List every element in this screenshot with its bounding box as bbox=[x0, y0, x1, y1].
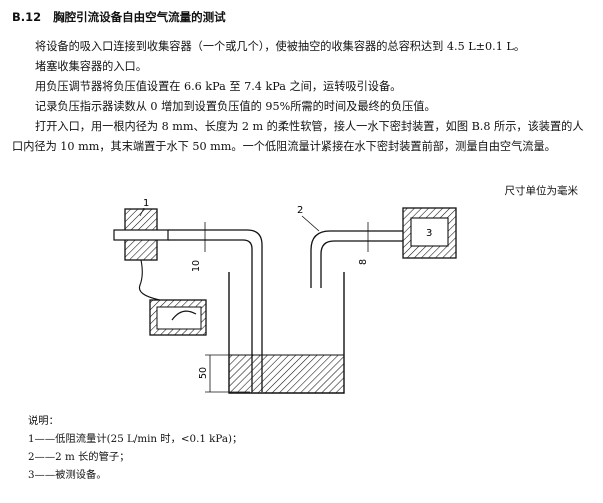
paragraph: 堵塞收集容器的入口。 bbox=[35, 60, 147, 73]
paragraph: 记录负压指示器读数从 0 增加到设置负压值的 95%所需的时间及最终的负压值。 bbox=[35, 100, 436, 113]
legend: 说明： 1——低阻流量计(25 L/min 时，<0.1 kPa)； 2——2 … bbox=[28, 412, 242, 484]
legend-title: 说明： bbox=[28, 415, 59, 427]
flow-meter bbox=[113, 208, 247, 261]
dimension-50: 50 bbox=[198, 354, 250, 393]
section-heading: B.12 胸腔引流设备自由空气流量的测试 bbox=[12, 9, 226, 25]
dimension-label: 50 bbox=[198, 367, 209, 379]
callout-label: 3 bbox=[426, 228, 432, 239]
inlet-tube bbox=[242, 229, 263, 392]
legend-item: 2——2 m 长的管子； bbox=[28, 451, 130, 463]
body-text: 将设备的吸入口连接到收集容器（一个或几个），使被抽空的收集容器的总容积达到 4.… bbox=[12, 37, 592, 157]
dimension-label: 10 bbox=[191, 260, 202, 272]
legend-item: 3——被测设备。 bbox=[28, 469, 107, 481]
paragraph: 用负压调节器将负压值设置在 6.6 kPa 至 7.4 kPa 之间，运转吸引设… bbox=[35, 80, 402, 93]
callout-1: 1 bbox=[139, 198, 149, 217]
device-under-test: 3 bbox=[402, 207, 457, 259]
units-note: 尺寸单位为毫米 bbox=[504, 185, 579, 197]
paragraph: 打开入口，用一根内径为 8 mm、长度为 2 m 的柔性软管，接人一水下密封装置… bbox=[12, 120, 584, 153]
outlet-tube bbox=[310, 230, 403, 288]
legend-item: 1——低阻流量计(25 L/min 时，<0.1 kPa)； bbox=[28, 433, 243, 445]
dimension-10: 10 bbox=[191, 222, 242, 272]
callout-label: 1 bbox=[143, 198, 149, 209]
dimension-8: 8 bbox=[358, 222, 403, 265]
callout-2: 2 bbox=[297, 205, 320, 232]
section-title: 胸腔引流设备自由空气流量的测试 bbox=[53, 10, 226, 24]
callout-label: 2 bbox=[297, 205, 303, 216]
dimension-label: 8 bbox=[358, 259, 369, 265]
section-number: B.12 bbox=[12, 10, 42, 24]
signal-cable bbox=[138, 259, 161, 301]
flow-indicator bbox=[149, 299, 207, 336]
paragraph: 将设备的吸入口连接到收集容器（一个或几个），使被抽空的收集容器的总容积达到 4.… bbox=[35, 40, 526, 53]
water-seal-container bbox=[228, 272, 345, 394]
